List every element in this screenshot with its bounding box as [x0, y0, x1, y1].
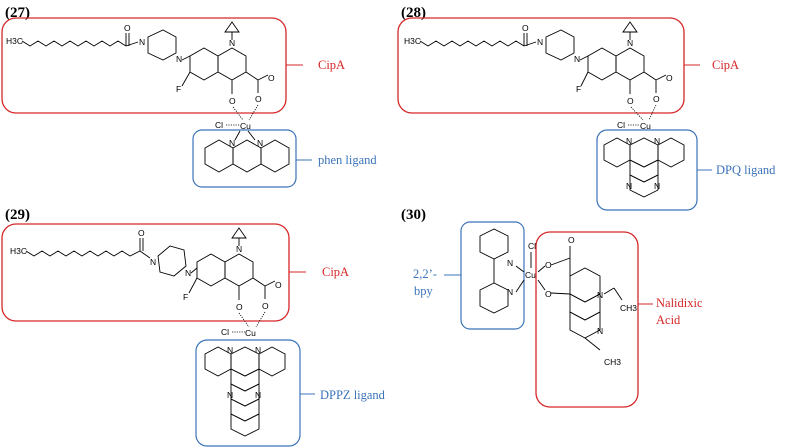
- n-atom: N: [176, 54, 182, 64]
- n-atom: N: [574, 54, 580, 64]
- compound-number-29: (29): [5, 207, 30, 223]
- ch3-label: CH3: [620, 303, 637, 313]
- phen-n-atom-2: N: [257, 138, 263, 148]
- ligand-label-29: DPPZ ligand: [320, 388, 386, 402]
- carbonyl-o-atom: O: [522, 23, 529, 33]
- f-atom: F: [576, 84, 581, 94]
- compound-number-27: (27): [5, 5, 30, 21]
- bpy-molecule: N N: [479, 228, 513, 314]
- f-atom: F: [183, 292, 188, 302]
- ring-n-atom-2: N: [597, 326, 603, 336]
- dpq-n-atom-2: N: [654, 136, 660, 146]
- acid-o-atom: O: [545, 260, 552, 270]
- n-atom: N: [537, 37, 543, 47]
- cl-atom: Cl: [215, 120, 223, 130]
- acid-o-atom-2: O: [545, 289, 552, 299]
- n-atom: N: [139, 37, 145, 47]
- cu-atom: Cu: [525, 270, 536, 280]
- carbonyl-o-atom: O: [138, 228, 145, 238]
- ligand-box-30: [460, 221, 525, 330]
- acid-o-atom-3: O: [568, 235, 575, 245]
- bpy-n-atom: N: [507, 258, 513, 268]
- ligand-label-27: phen ligand: [318, 153, 377, 167]
- dpq-molecule: N N N N: [603, 136, 685, 198]
- ligand-label-30-line2: bpy: [414, 284, 434, 298]
- ring-n-atom: N: [627, 38, 633, 48]
- ch3-label-2: CH3: [604, 357, 621, 367]
- cipa-molecule-29: H3C O N N N F O O O: [10, 227, 282, 312]
- dppz-n-atom-4: N: [255, 390, 261, 400]
- cl-atom: Cl: [617, 120, 625, 130]
- cipa-box-28: [397, 17, 685, 114]
- nalidixic-label-line2: Acid: [656, 313, 681, 327]
- cu-atom: Cu: [640, 121, 651, 131]
- panel-30: (30) 2,2’- bpy N N Cl Cu Nalidixic Acid …: [401, 207, 703, 408]
- dppz-molecule: N N N N: [204, 345, 286, 437]
- cl-atom: Cl: [528, 241, 536, 251]
- panel-28: (28) CipA H3C O N N N F O O O: [397, 5, 776, 211]
- cl-atom: Cl: [221, 327, 229, 337]
- carboxyl-o-atom-2: O: [268, 73, 275, 83]
- carboxyl-o-atom-2: O: [275, 280, 282, 290]
- ring-n-atom: N: [236, 244, 242, 254]
- ligand-box-28: [596, 129, 698, 211]
- nalidixic-box: [535, 231, 639, 408]
- nalidixic-label-line1: Nalidixic: [656, 296, 703, 310]
- bpy-n-atom-2: N: [507, 287, 513, 297]
- dppz-n-atom: N: [227, 345, 233, 355]
- cipa-label-29: CipA: [322, 265, 349, 279]
- h3c-atom: H3C: [10, 246, 27, 256]
- compound-number-28: (28): [401, 5, 426, 21]
- carboxyl-o-atom-2: O: [666, 73, 673, 83]
- ligand-label-28: DPQ ligand: [716, 163, 776, 177]
- compound-number-30: (30): [401, 207, 426, 223]
- ring-n-atom: N: [229, 38, 235, 48]
- ligand-box-27: [192, 129, 297, 188]
- cipa-molecule-28: H3C O N N N F O O O: [404, 21, 673, 106]
- n-atom: N: [185, 268, 191, 278]
- h3c-atom: H3C: [6, 36, 23, 46]
- ligand-label-30-line1: 2,2’-: [413, 267, 437, 281]
- nalidixic-molecule: O O O N CH3 N CH3: [545, 235, 637, 367]
- dpq-n-atom-4: N: [654, 181, 660, 191]
- panel-27: (27) CipA H3C O N N N F O O: [1, 5, 377, 188]
- phen-molecule: N N: [204, 130, 290, 173]
- keto-o-atom: O: [627, 96, 634, 106]
- cipa-box-27: [1, 17, 287, 114]
- n-atom: N: [150, 257, 156, 267]
- dppz-n-atom-2: N: [255, 345, 261, 355]
- f-atom: F: [176, 84, 181, 94]
- carboxyl-o-atom: O: [255, 94, 262, 104]
- carboxyl-o-atom: O: [262, 301, 269, 311]
- cipa-label-28: CipA: [712, 58, 739, 72]
- panel-29: (29) CipA H3C O N N N F O O O: [1, 207, 386, 447]
- dpq-n-atom: N: [626, 136, 632, 146]
- dpq-n-atom-3: N: [626, 181, 632, 191]
- h3c-atom: H3C: [404, 36, 421, 46]
- cipa-box-29: [1, 223, 290, 322]
- phen-n-atom: N: [229, 138, 235, 148]
- carboxyl-o-atom: O: [653, 94, 660, 104]
- keto-o-atom: O: [236, 302, 243, 312]
- dppz-n-atom-3: N: [227, 390, 233, 400]
- cu-atom: Cu: [245, 328, 256, 338]
- cu-atom: Cu: [240, 121, 251, 131]
- keto-o-atom: O: [229, 96, 236, 106]
- carbonyl-o-atom: O: [124, 23, 131, 33]
- ligand-box-29: [195, 339, 301, 447]
- cipa-molecule-27: H3C O N N N F O O O: [6, 21, 275, 106]
- cipa-label-27: CipA: [318, 58, 345, 72]
